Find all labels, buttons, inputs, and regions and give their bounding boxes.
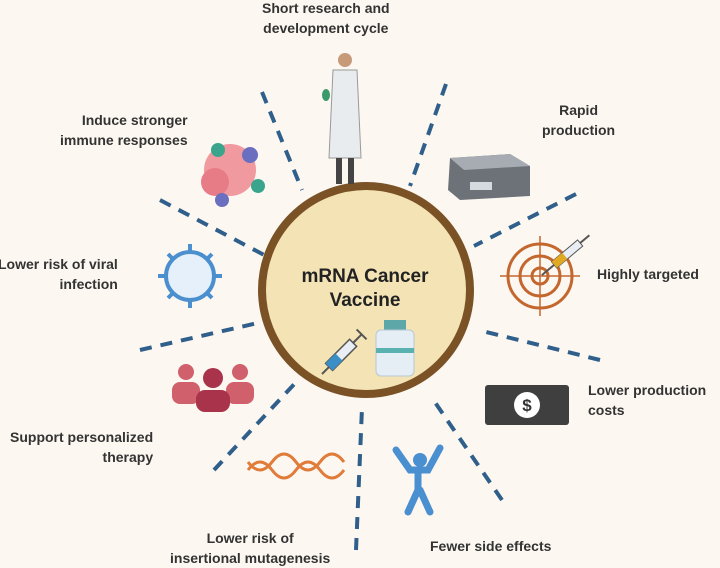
svg-text:$: $ [522, 396, 532, 415]
celebrating-person-icon [392, 444, 444, 516]
center-title-line1: mRNA Cancer [301, 266, 429, 287]
divider-line [473, 192, 577, 248]
vial-icon [375, 320, 415, 377]
dna-icon [246, 452, 346, 480]
center-title: mRNA Cancer Vaccine [265, 265, 465, 313]
divider-line [260, 91, 304, 191]
divider-line [159, 198, 267, 258]
syringe-icon [321, 328, 368, 375]
syringe-icon [541, 234, 591, 276]
immune-cells-icon [201, 143, 265, 207]
virus-icon [158, 244, 222, 308]
divider-line [477, 328, 601, 362]
divider-lines [139, 83, 601, 551]
divider-line [139, 320, 263, 352]
money-icon: $ [485, 385, 569, 425]
target-icon [500, 236, 580, 316]
people-group-icon [172, 364, 254, 412]
divider-line [408, 83, 448, 187]
benefit-highly-targeted: Highly targeted [597, 266, 699, 282]
center-circle [258, 182, 474, 398]
production-machine-icon [448, 154, 530, 200]
center-title-line2: Vaccine [329, 290, 401, 311]
benefit-fewer-side-effects: Fewer side effects [430, 538, 552, 554]
divider-line [354, 407, 364, 551]
scientist-icon [322, 53, 362, 184]
